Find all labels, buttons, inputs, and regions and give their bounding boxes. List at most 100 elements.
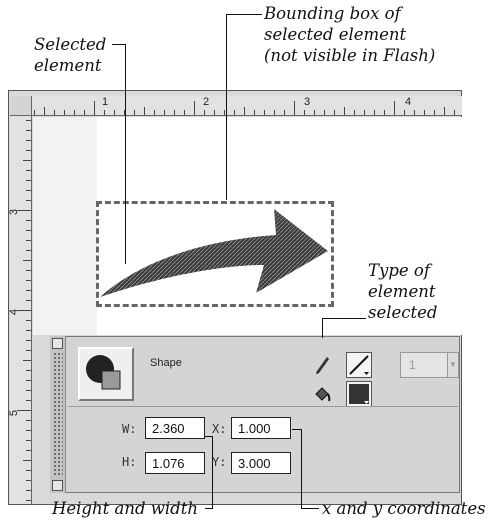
y-label: Y: [212, 455, 227, 469]
ruler-h-label-3: 3 [304, 96, 311, 108]
ruler-h-tick [374, 110, 375, 115]
leader-hw-v [212, 436, 213, 508]
ruler-v-tick [26, 200, 31, 201]
ruler-h-tick [304, 110, 305, 115]
ruler-h-tick [424, 110, 425, 115]
selected-arrow-shape[interactable] [96, 201, 336, 311]
paint-bucket-icon [315, 387, 331, 402]
ruler-v-tick [26, 240, 31, 241]
callout-type-of-element: Type of element selected [368, 261, 438, 322]
ruler-h-tick [124, 110, 125, 115]
ruler-v-tick [26, 490, 31, 491]
ruler-v-tick [26, 190, 31, 191]
ruler-vertical: 3 4 5 [8, 116, 32, 504]
leader-xy-v [301, 429, 302, 508]
shape-thumbnail-icon [78, 347, 134, 401]
ruler-h-tick [404, 110, 405, 115]
leader-bbox-h [226, 14, 262, 15]
callout-xy-coordinates: x and y coordinates [322, 499, 486, 518]
ruler-v-tick [26, 430, 31, 431]
x-label: X: [212, 422, 227, 436]
chevron-down-icon[interactable]: ▼ [447, 352, 459, 378]
leader-xy-h [301, 508, 319, 509]
selection-bounding-box [96, 201, 334, 307]
stroke-weight-field[interactable]: 1 [400, 352, 448, 378]
ruler-v-tick [26, 330, 31, 331]
ruler-v-tick [26, 400, 31, 401]
ruler-v-tick [26, 480, 31, 481]
ruler-h-tick [454, 110, 455, 115]
ruler-h-tick [74, 110, 75, 115]
ruler-h-tick [144, 107, 145, 115]
ruler-h-label-1: 1 [102, 96, 109, 108]
ruler-h-tick [364, 110, 365, 115]
ruler-v-tick [26, 280, 31, 281]
ruler-v-tick [26, 250, 31, 251]
ruler-v-tick [23, 360, 31, 361]
ruler-h-tick [384, 110, 385, 115]
ruler-h-tick [154, 110, 155, 115]
ruler-v-tick [26, 230, 31, 231]
leader-hw-top [205, 436, 213, 437]
ruler-h-tick [284, 110, 285, 115]
ruler-v-tick [26, 220, 31, 221]
ruler-h-tick [394, 101, 395, 115]
ruler-h-tick [54, 110, 55, 115]
ruler-v-tick [26, 380, 31, 381]
ruler-h-tick [134, 110, 135, 115]
panel-collapse-box[interactable] [52, 338, 63, 349]
ruler-v-tick [26, 420, 31, 421]
ruler-v-tick [26, 130, 31, 131]
stroke-color-swatch[interactable] [346, 352, 372, 378]
height-label: H: [122, 455, 137, 469]
ruler-v-tick [26, 340, 31, 341]
ruler-h-tick [224, 110, 225, 115]
ruler-v-tick [26, 270, 31, 271]
leader-selected-v [125, 44, 126, 264]
ruler-h-tick [104, 110, 105, 115]
width-field[interactable]: 2.360 [145, 417, 205, 439]
ruler-h-tick [264, 110, 265, 115]
leader-hw-h [205, 508, 213, 509]
leader-type-v [322, 318, 323, 338]
ruler-h-tick [84, 110, 85, 115]
ruler-v-tick [26, 440, 31, 441]
height-field[interactable]: 1.076 [145, 452, 205, 474]
ruler-v-tick [26, 370, 31, 371]
ruler-h-tick [64, 110, 65, 115]
ruler-horizontal: 1 2 3 4 [32, 96, 462, 116]
callout-bounding-box: Bounding box of selected element (not vi… [264, 4, 436, 65]
ruler-h-tick [294, 101, 295, 115]
stage-canvas[interactable] [33, 117, 462, 335]
x-field[interactable]: 1.000 [231, 417, 291, 439]
ruler-h-tick [194, 101, 195, 115]
ruler-v-tick [26, 450, 31, 451]
pasteboard-area [33, 117, 97, 335]
ruler-h-tick [214, 110, 215, 115]
ruler-v-tick [26, 470, 31, 471]
ruler-h-tick [354, 110, 355, 115]
ruler-h-tick [314, 110, 315, 115]
ruler-h-tick [444, 107, 445, 115]
ruler-h-tick [184, 110, 185, 115]
ruler-v-tick [26, 390, 31, 391]
fill-color-swatch[interactable] [346, 381, 372, 407]
ruler-v-tick [17, 310, 31, 311]
ruler-v-tick [17, 210, 31, 211]
ruler-v-tick [26, 170, 31, 171]
panel-divider [68, 406, 458, 407]
pencil-icon [316, 357, 329, 374]
ruler-h-label-2: 2 [203, 96, 210, 108]
ruler-v-tick [26, 150, 31, 151]
ruler-h-tick [274, 110, 275, 115]
ruler-corner [10, 96, 32, 116]
callout-height-width: Height and width [52, 499, 198, 518]
width-label: W: [122, 422, 137, 436]
panel-resize-box[interactable] [52, 480, 63, 491]
panel-grip-bar[interactable] [50, 336, 66, 493]
ruler-v-tick [26, 120, 31, 121]
ruler-h-tick [254, 110, 255, 115]
y-field[interactable]: 3.000 [231, 452, 291, 474]
ruler-h-tick [204, 110, 205, 115]
leader-xy-top [292, 429, 302, 430]
